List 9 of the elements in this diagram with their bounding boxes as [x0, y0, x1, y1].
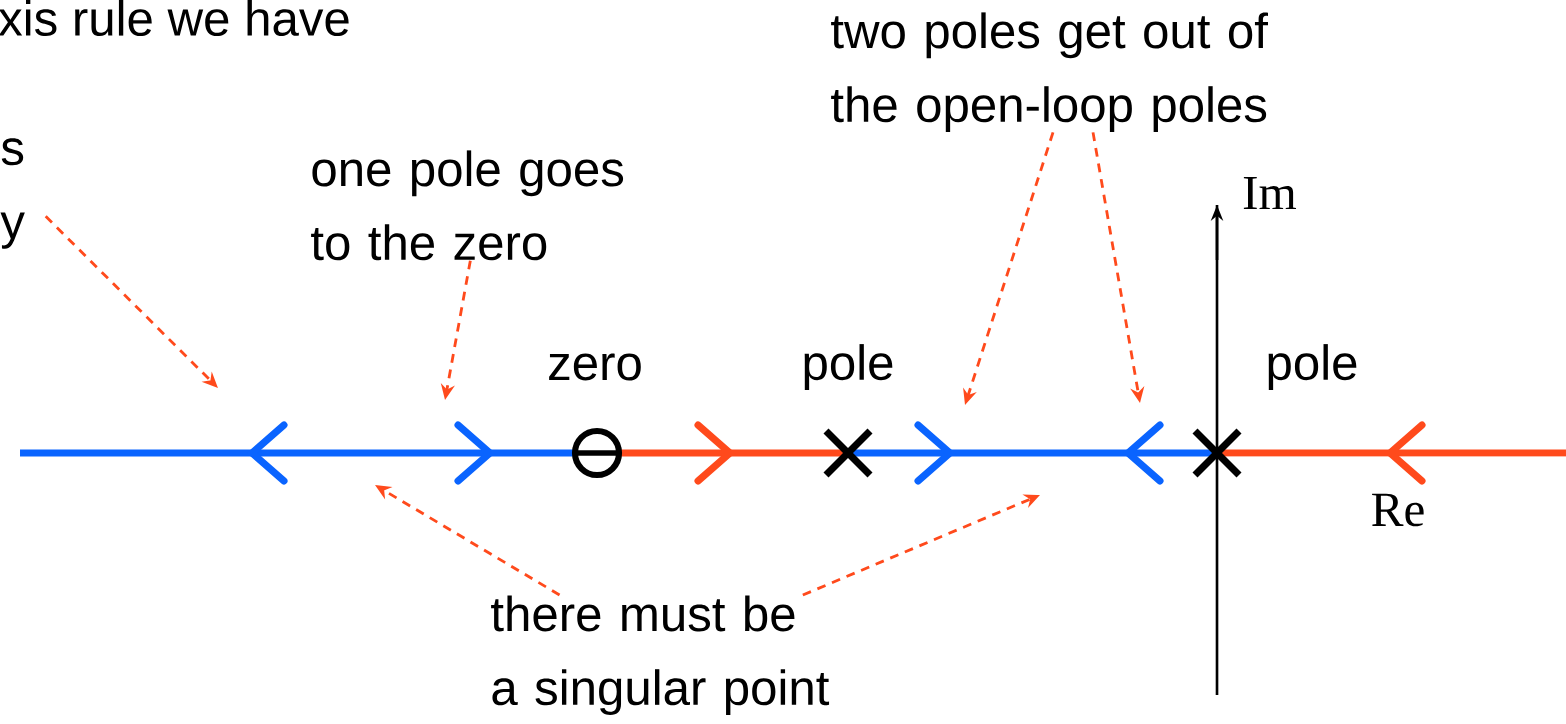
annotation-text: s y: [0, 138, 25, 249]
annotation-text: one pole goes to the zero: [311, 150, 624, 261]
annotation-text: zero: [549, 353, 641, 381]
axis-label: Re: [1372, 493, 1424, 527]
annotation-text: there must be a singular point: [491, 595, 830, 715]
annotation-text: pole: [1268, 344, 1357, 390]
axis-label: Im: [1243, 176, 1296, 210]
annotation-text: pole: [804, 344, 893, 390]
annotation-text: two poles get out of the open-loop poles: [831, 12, 1268, 132]
